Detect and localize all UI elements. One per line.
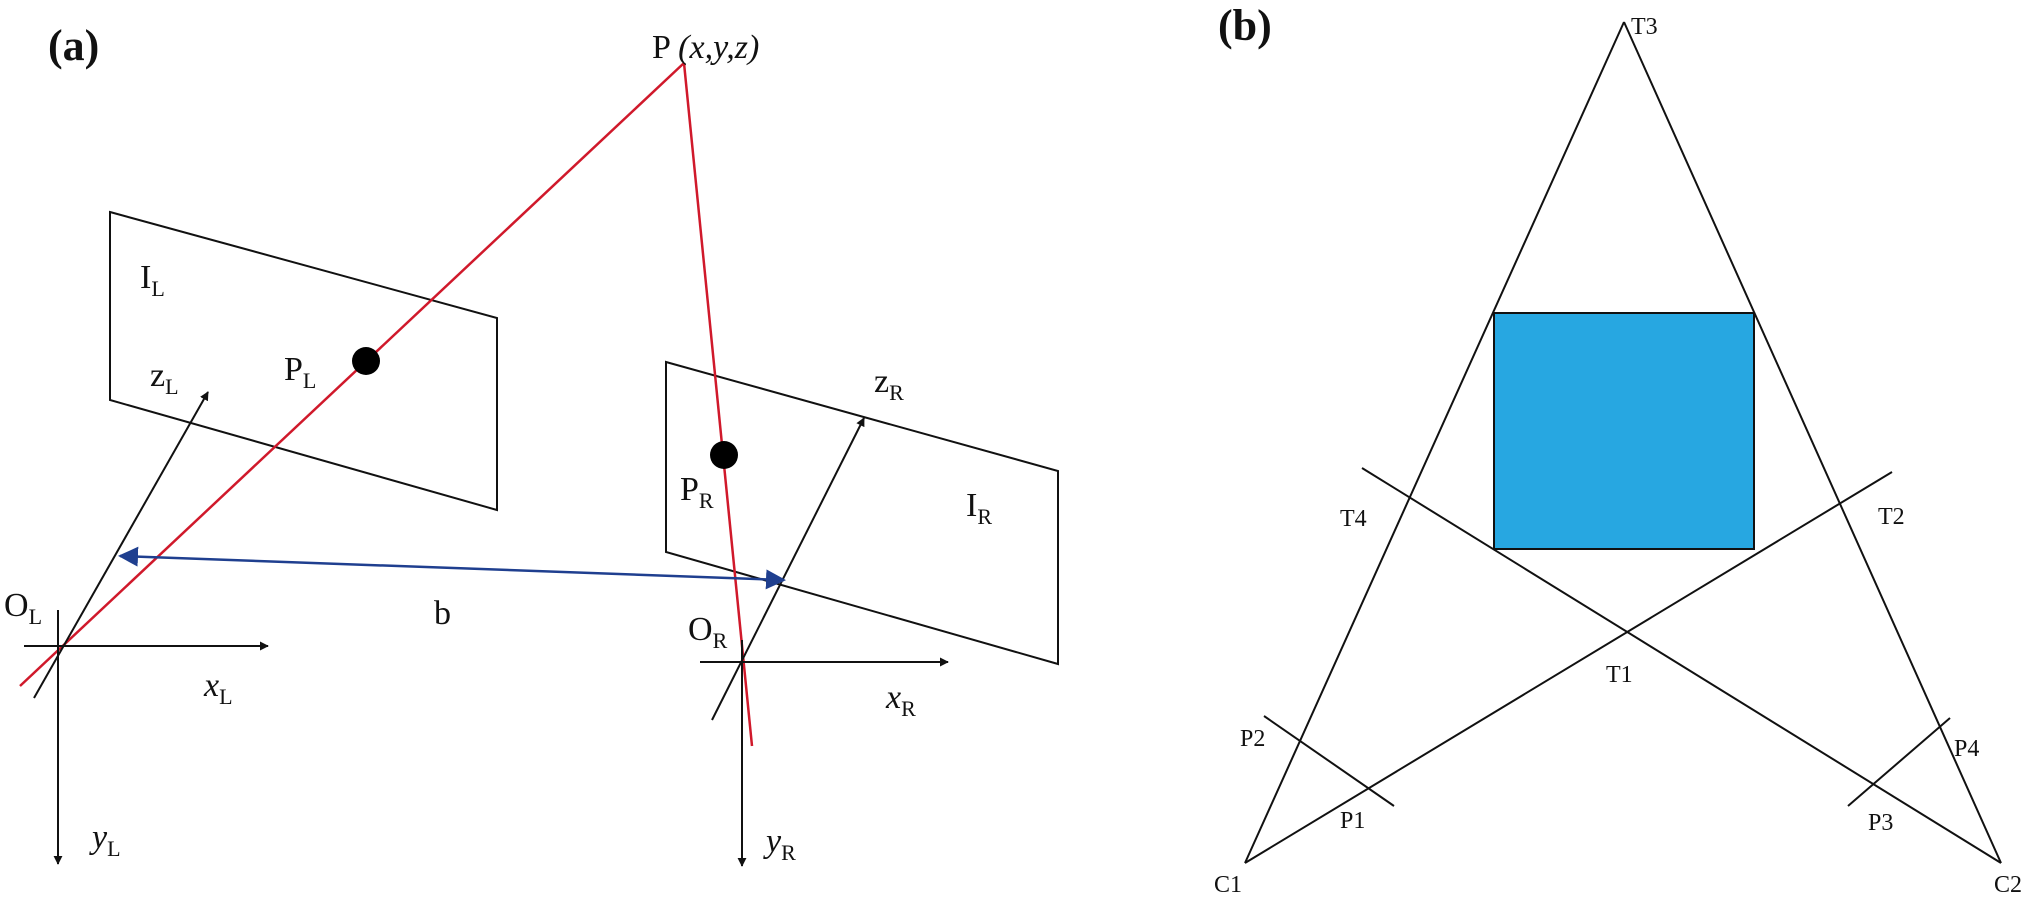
left-projection-dot bbox=[352, 347, 380, 375]
right-image-label: IR bbox=[966, 487, 992, 529]
right-x-label: xR bbox=[885, 679, 916, 721]
panel-b-label: (b) bbox=[1218, 1, 1272, 50]
left-y-label: yL bbox=[89, 819, 121, 861]
right-image-plane bbox=[665, 360, 1059, 666]
triangle-left-side bbox=[1244, 21, 1625, 864]
label-p2: P2 bbox=[1240, 726, 1265, 752]
right-z-label: zR bbox=[874, 363, 904, 405]
left-image-plane bbox=[109, 210, 498, 512]
label-p3: P3 bbox=[1868, 810, 1893, 836]
label-t2: T2 bbox=[1878, 504, 1905, 530]
left-image-label: IL bbox=[140, 259, 165, 301]
left-x-label: xL bbox=[203, 667, 233, 709]
panel-b: (b) T3 T2 T4 T1 P2 P1 P3 P4 C1 C2 bbox=[1214, 1, 2022, 898]
triangle-right-side bbox=[1623, 21, 2002, 864]
label-c1: C1 bbox=[1214, 872, 1242, 898]
point-p-label: P (x,y,z) bbox=[652, 29, 759, 66]
right-ray bbox=[682, 62, 754, 747]
label-t1: T1 bbox=[1606, 662, 1633, 688]
panel-a-label: (a) bbox=[48, 21, 99, 70]
tick-line-right bbox=[1847, 717, 1951, 807]
label-p1: P1 bbox=[1340, 808, 1365, 834]
left-z-label: zL bbox=[150, 357, 179, 399]
right-z-axis bbox=[711, 417, 865, 721]
right-projection-label: PR bbox=[680, 471, 714, 513]
target-square bbox=[1493, 312, 1755, 550]
baseline-arrow bbox=[118, 546, 786, 590]
left-z-axis bbox=[33, 391, 209, 699]
cross-line-c1 bbox=[1244, 471, 1893, 864]
label-c2: C2 bbox=[1994, 872, 2022, 898]
cross-line-c2 bbox=[1361, 467, 2002, 864]
tick-line-left bbox=[1263, 715, 1395, 807]
right-origin-label: OR bbox=[688, 611, 728, 653]
label-p4: P4 bbox=[1954, 736, 1979, 762]
left-origin-label: OL bbox=[4, 587, 42, 629]
panel-a: (a) P (x,y,z) IL IR PL PR zL zR OL OR xL bbox=[4, 21, 1059, 867]
left-projection-label: PL bbox=[284, 351, 316, 393]
label-t3: T3 bbox=[1631, 14, 1658, 40]
right-y-label: yR bbox=[763, 823, 796, 865]
label-t4: T4 bbox=[1340, 506, 1367, 532]
right-projection-dot bbox=[710, 441, 738, 469]
left-ray bbox=[19, 62, 685, 687]
baseline-label: b bbox=[434, 595, 451, 632]
